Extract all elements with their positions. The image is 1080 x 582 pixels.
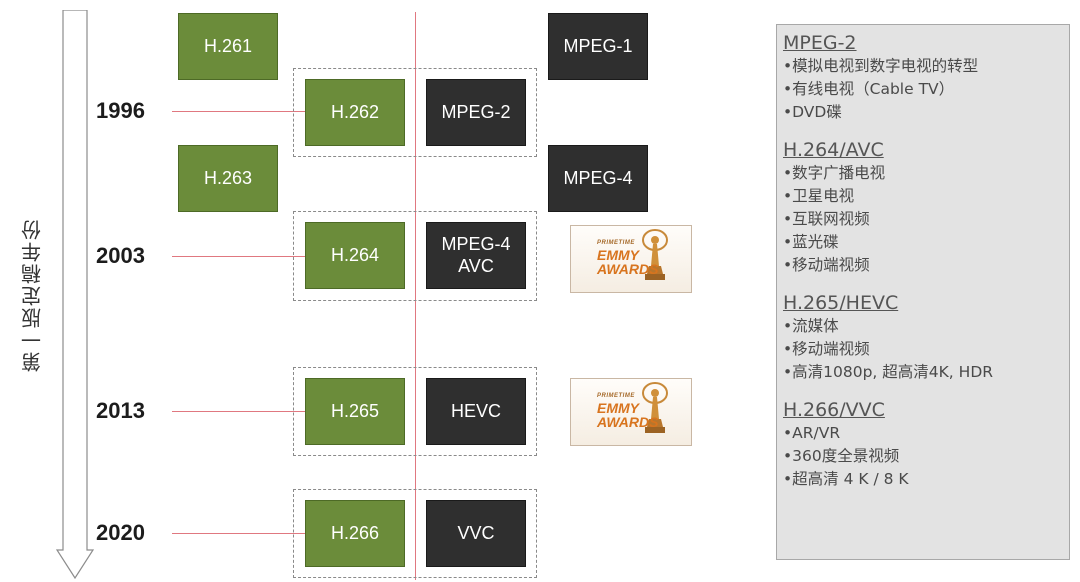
section-title: H.265/HEVC <box>783 292 899 314</box>
codec-h265: H.265 <box>305 378 405 445</box>
group-2003 <box>293 211 537 301</box>
codec-h263: H.263 <box>178 145 278 212</box>
codec-vvc: VVC <box>426 500 526 567</box>
section-mpeg2: MPEG-2 •模拟电视到数字电视的转型 •有线电视（Cable TV） •DV… <box>783 31 1069 124</box>
section-item: •互联网视频 <box>783 210 870 228</box>
center-divider-line <box>415 12 416 580</box>
emmy-line1: PRIMETIME <box>597 240 635 246</box>
connector-2003 <box>172 256 307 257</box>
section-h265-hevc: H.265/HEVC •流媒体 •移动端视频 •高清1080p, 超高清4K, … <box>783 291 1069 384</box>
codec-mpeg4-avc: MPEG-4 AVC <box>426 222 526 289</box>
emmy-line2: EMMY <box>597 247 639 263</box>
section-item: •模拟电视到数字电视的转型 <box>783 57 979 75</box>
emmy-award-badge-2013: PRIMETIME EMMY AWARDS <box>570 378 692 446</box>
section-item: •有线电视（Cable TV） <box>783 80 955 98</box>
section-item: •高清1080p, 超高清4K, HDR <box>783 363 994 381</box>
axis-label: 第一版定稿年份 <box>20 218 45 372</box>
codec-h264: H.264 <box>305 222 405 289</box>
section-h266-vvc: H.266/VVC •AR/VR •360度全景视频 •超高清 4 K / 8 … <box>783 398 1069 491</box>
connector-2020 <box>172 533 307 534</box>
section-item: •数字广播电视 <box>783 164 886 182</box>
section-h264-avc: H.264/AVC •数字广播电视 •卫星电视 •互联网视频 •蓝光碟 •移动端… <box>783 138 1069 277</box>
section-item: •移动端视频 <box>783 340 870 358</box>
timeline-arrow <box>55 10 95 580</box>
section-item: •DVD碟 <box>783 103 842 121</box>
section-title: H.266/VVC <box>783 399 885 421</box>
codec-mpeg2: MPEG-2 <box>426 79 526 146</box>
group-1996 <box>293 68 537 157</box>
codec-h262: H.262 <box>305 79 405 146</box>
info-panel: MPEG-2 •模拟电视到数字电视的转型 •有线电视（Cable TV） •DV… <box>776 24 1070 560</box>
connector-1996 <box>172 111 307 112</box>
section-item: •蓝光碟 <box>783 233 839 251</box>
year-label-2013: 2013 <box>96 398 145 423</box>
section-item: •移动端视频 <box>783 256 870 274</box>
group-2020 <box>293 489 537 578</box>
emmy-award-badge-2003: PRIMETIME EMMY AWARDS <box>570 225 692 293</box>
section-item: •360度全景视频 <box>783 447 900 465</box>
codec-mpeg4: MPEG-4 <box>548 145 648 212</box>
section-item: •超高清 4 K / 8 K <box>783 470 909 488</box>
codec-h261: H.261 <box>178 13 278 80</box>
group-2013 <box>293 367 537 456</box>
codec-hevc: HEVC <box>426 378 526 445</box>
section-item: •AR/VR <box>783 424 841 442</box>
emmy-line3: AWARDS <box>597 261 659 277</box>
codec-mpeg1: MPEG-1 <box>548 13 648 80</box>
emmy-statuette-icon <box>642 229 668 280</box>
section-item: •卫星电视 <box>783 187 855 205</box>
year-label-1996: 1996 <box>96 98 145 123</box>
emmy-statuette-icon <box>642 382 668 433</box>
codec-h266: H.266 <box>305 500 405 567</box>
section-item: •流媒体 <box>783 317 839 335</box>
year-label-2020: 2020 <box>96 520 145 545</box>
emmy-line3: AWARDS <box>597 414 659 430</box>
section-title: MPEG-2 <box>783 32 857 54</box>
year-label-2003: 2003 <box>96 243 145 268</box>
section-title: H.264/AVC <box>783 139 884 161</box>
connector-2013 <box>172 411 307 412</box>
emmy-line2: EMMY <box>597 400 639 416</box>
emmy-line1: PRIMETIME <box>597 393 635 399</box>
